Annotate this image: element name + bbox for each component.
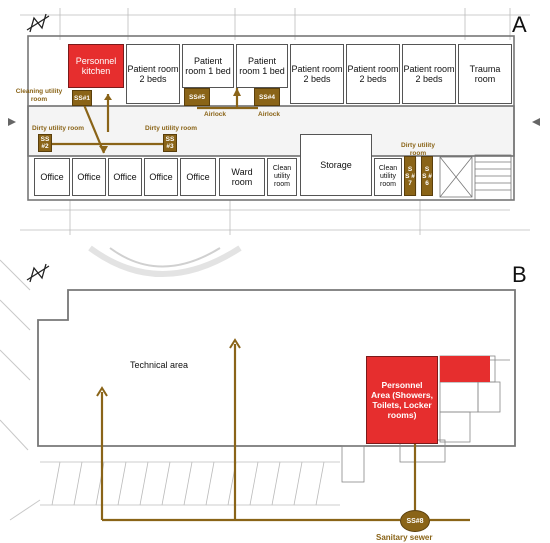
room-office-3: Office: [108, 158, 142, 196]
room-clean-utility-2: Clean utility room: [374, 158, 402, 196]
panel-a-drawing: [20, 8, 530, 235]
label-dirty-utility-mid: Dirty utility room: [145, 125, 198, 132]
north-arrow-b: [26, 263, 50, 283]
building-a-outline: [27, 35, 515, 201]
room-patient-1bed-1: Patient room 1 bed: [182, 44, 234, 88]
stairs-a: [439, 154, 512, 201]
room-patient-2beds-3: Patient room 2 beds: [346, 44, 400, 104]
room-personnel-kitchen: Personnel kitchen: [68, 44, 124, 88]
room-office-1: Office: [34, 158, 70, 196]
sampling-site-5: SS#5: [184, 88, 210, 106]
room-clean-utility-1: Clean utility room: [267, 158, 297, 196]
label-cleaning-utility: Cleaning utility room: [15, 88, 63, 103]
room-trauma: Trauma room: [458, 44, 512, 104]
room-patient-2beds-1: Patient room 2 beds: [126, 44, 180, 104]
room-ward: Ward room: [219, 158, 265, 196]
sampling-site-6: S S # 6: [421, 156, 433, 196]
pipes-b: [100, 344, 470, 522]
label-technical-area: Technical area: [130, 360, 189, 370]
sampling-site-8: SS#8: [400, 510, 430, 532]
label-airlock-left: Airlock: [204, 111, 227, 118]
panel-b-drawing: [0, 245, 242, 521]
room-patient-2beds-4: Patient room 2 beds: [402, 44, 456, 104]
room-patient-2beds-2: Patient room 2 beds: [290, 44, 344, 104]
room-patient-1bed-2: Patient room 1 bed: [236, 44, 288, 88]
room-office-5: Office: [180, 158, 216, 196]
entrance-arrow-left: [8, 118, 16, 126]
entrance-arrow-right: [532, 118, 540, 126]
label-airlock-right: Airlock: [258, 111, 281, 118]
room-office-2: Office: [72, 158, 106, 196]
label-dirty-utility-left: Dirty utility room: [32, 125, 85, 132]
parking-b: [40, 461, 340, 506]
sampling-site-3: SS #3: [163, 134, 177, 152]
sampling-site-1: SS#1: [72, 90, 92, 106]
room-storage: Storage: [300, 134, 372, 196]
sampling-site-4: SS#4: [254, 88, 280, 106]
room-office-4: Office: [144, 158, 178, 196]
north-arrow-a: [26, 13, 50, 33]
room-personnel-area: Personnel Area (Showers, Toilets, Locker…: [366, 356, 438, 444]
personnel-area-extension: [440, 356, 490, 382]
panel-a-letter: A: [512, 12, 527, 37]
label-sanitary-sewer: Sanitary sewer: [376, 533, 433, 542]
pipe-arrows-a: [99, 88, 241, 153]
label-dirty-utility-right: Dirty utility room: [401, 142, 435, 157]
panel-b-letter: B: [512, 262, 527, 287]
sampling-site-7: S S # 7: [404, 156, 416, 196]
sampling-site-2: SS #2: [38, 134, 52, 152]
